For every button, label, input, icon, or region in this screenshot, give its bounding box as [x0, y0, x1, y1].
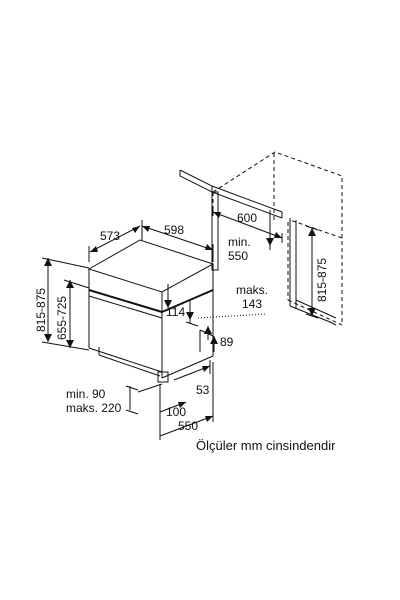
- label-max: maks.: [236, 283, 268, 297]
- label-niche-depth-min: min.: [228, 235, 251, 249]
- label-niche-width: 600: [237, 211, 257, 225]
- label-plinth-min: min. 90: [66, 387, 106, 401]
- label-plinth-recess: 53: [196, 383, 210, 397]
- dim-body-height: [63, 279, 90, 348]
- label-max-value: 143: [242, 297, 262, 311]
- dim-appliance-width: [141, 220, 214, 262]
- niche-outline: [212, 151, 343, 326]
- dim-niche-depth: [266, 210, 274, 250]
- dishwasher-body: [87, 239, 215, 383]
- label-plinth-max: maks. 220: [66, 401, 122, 415]
- label-total-depth: 550: [178, 419, 198, 433]
- dim-overall-height: [41, 257, 90, 351]
- dim-plinth-range: [125, 383, 163, 415]
- label-appliance-width: 598: [164, 223, 184, 237]
- dim-panel-offset: [164, 284, 199, 327]
- dim-niche-height: [305, 225, 319, 319]
- label-panel-offset: 114: [166, 305, 185, 319]
- label-plinth-height: 89: [220, 335, 234, 349]
- label-body-height: 655-725: [55, 296, 69, 340]
- dim-bottom: [159, 362, 214, 440]
- label-niche-height: 815-875: [315, 258, 329, 302]
- dim-appliance-depth: [88, 225, 141, 262]
- worktop: [179, 169, 337, 326]
- label-niche-depth-value: 550: [228, 249, 248, 263]
- caption: Ölçüler mm cinsindendir: [196, 438, 336, 453]
- label-appliance-depth: 573: [100, 229, 120, 243]
- dim-plinth-height: [210, 336, 218, 352]
- dim-plinth-recess: [173, 360, 211, 381]
- label-front-offset: 100: [166, 405, 186, 419]
- dim-max-leader: [197, 313, 267, 340]
- label-overall-height: 815-875: [34, 288, 48, 332]
